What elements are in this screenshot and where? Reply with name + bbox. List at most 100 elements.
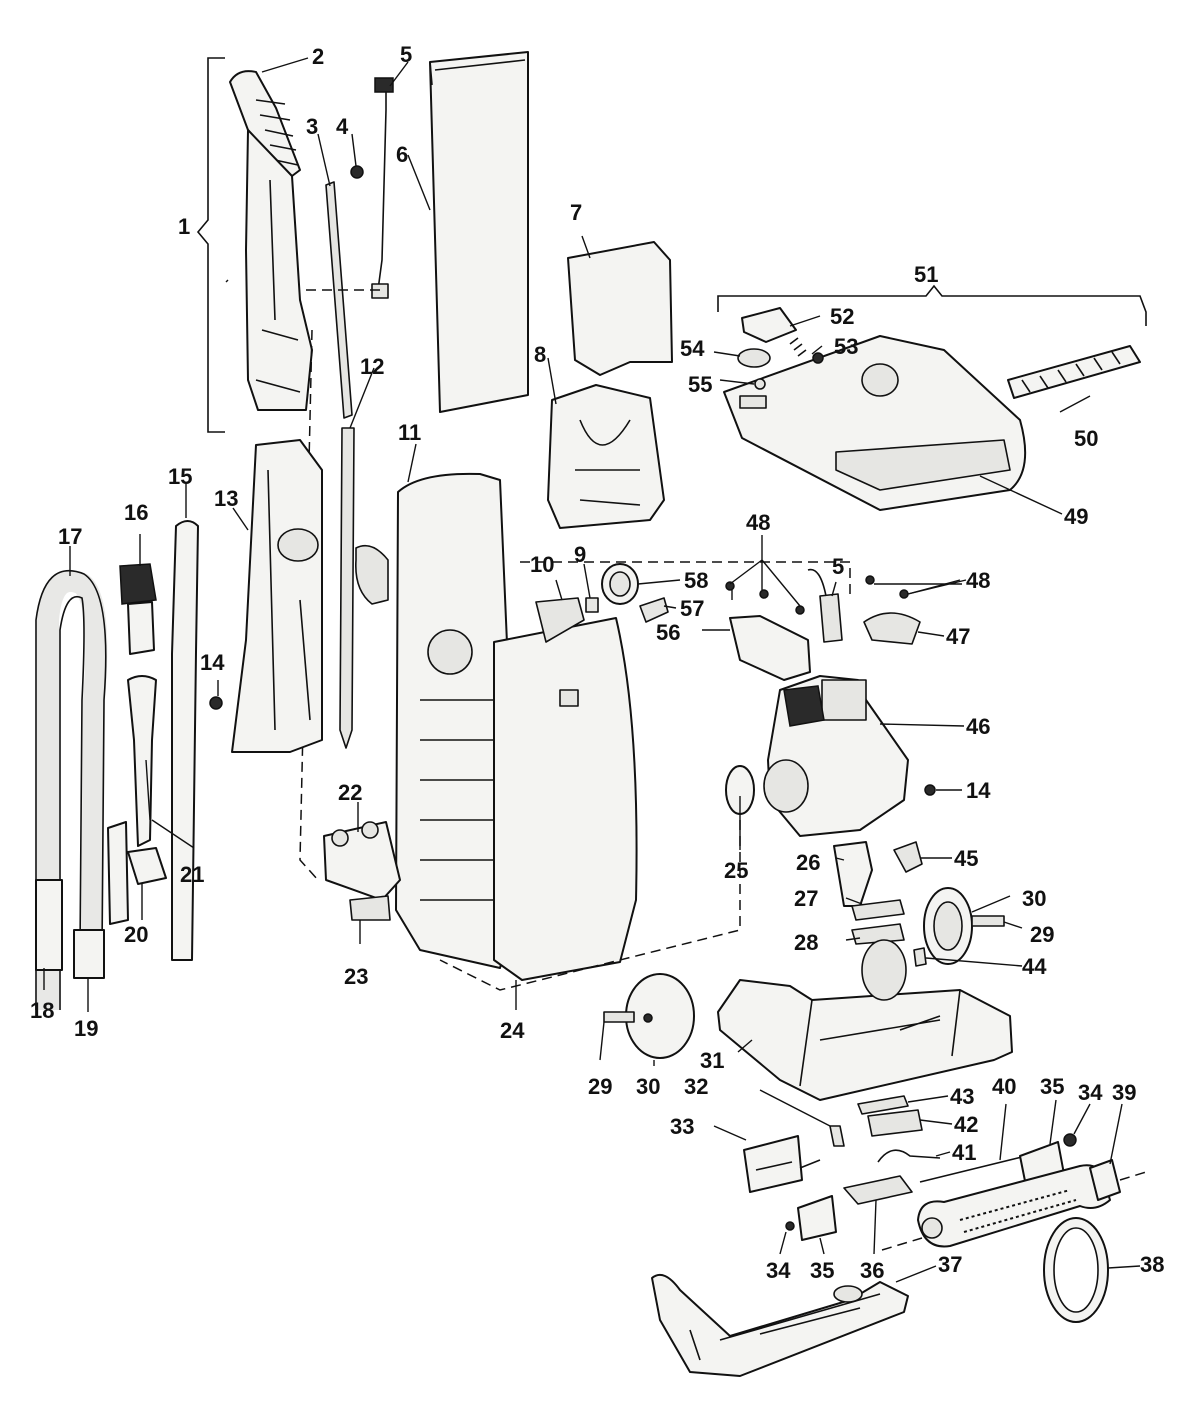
callout-46: 46 bbox=[966, 714, 990, 739]
part-27-slide bbox=[851, 899, 905, 921]
callout-58: 58 bbox=[684, 568, 708, 593]
callout-41: 41 bbox=[952, 1140, 976, 1165]
callout-18: 18 bbox=[30, 998, 54, 1023]
callout-56: 56 bbox=[656, 620, 680, 645]
callout-2: 2 bbox=[312, 44, 324, 69]
callout-9: 9 bbox=[574, 542, 586, 567]
part-45-clip bbox=[893, 841, 923, 873]
callout-36: 36 bbox=[860, 1258, 884, 1283]
assembly-line-c bbox=[520, 561, 851, 600]
part-43-lever bbox=[857, 1095, 909, 1115]
callout-22: 22 bbox=[338, 780, 362, 805]
part-53-screw bbox=[812, 352, 824, 364]
callout-29-right: 29 bbox=[1030, 922, 1054, 947]
part-15-wand bbox=[171, 520, 199, 961]
callout-29-left: 29 bbox=[588, 1074, 612, 1099]
callout-16: 16 bbox=[124, 500, 148, 525]
part-42-plate bbox=[867, 1109, 923, 1137]
callout-21: 21 bbox=[180, 862, 204, 887]
callout-37: 37 bbox=[938, 1252, 962, 1277]
part-19-hose-cuff bbox=[73, 929, 105, 979]
callout-17: 17 bbox=[58, 524, 82, 549]
callout-28: 28 bbox=[794, 930, 818, 955]
part-11-body-housing bbox=[355, 472, 519, 969]
part-20-upholstery-tool bbox=[107, 821, 167, 925]
part-48-screw-e bbox=[899, 589, 909, 599]
callout-47: 47 bbox=[946, 624, 970, 649]
part-5-switch bbox=[807, 568, 843, 643]
part-48-screw-b bbox=[759, 589, 769, 599]
part-48-screw-d bbox=[865, 575, 875, 585]
callout-48-left: 48 bbox=[746, 510, 770, 535]
callout-13: 13 bbox=[214, 486, 238, 511]
part-48-screw-c bbox=[795, 605, 805, 615]
callout-42: 42 bbox=[954, 1112, 978, 1137]
part-41-spring bbox=[877, 1149, 941, 1163]
part-37-bottom-plate bbox=[651, 1274, 909, 1377]
callout-38: 38 bbox=[1140, 1252, 1164, 1277]
callout-14-right: 14 bbox=[966, 778, 991, 803]
part-34-screw-left bbox=[785, 1221, 795, 1231]
callout-35-left: 35 bbox=[810, 1258, 834, 1283]
callout-55: 55 bbox=[688, 372, 712, 397]
bracket-51 bbox=[717, 284, 1147, 326]
callout-5-right: 5 bbox=[832, 554, 844, 579]
part-47-clamp bbox=[863, 612, 921, 645]
part-16-dust-brush bbox=[119, 563, 157, 655]
callout-34-right: 34 bbox=[1078, 1080, 1103, 1105]
part-36-brush-holder bbox=[843, 1175, 913, 1205]
part-39-brushroll bbox=[917, 1159, 1121, 1248]
part-18-hose-end bbox=[35, 879, 63, 971]
part-14-screw-left bbox=[209, 696, 223, 710]
part-10-latch bbox=[535, 597, 585, 643]
part-56-duct bbox=[729, 615, 811, 681]
callout-25: 25 bbox=[724, 858, 748, 883]
assembly-line-e bbox=[1119, 1171, 1147, 1181]
part-54-washer bbox=[737, 348, 771, 368]
callout-24: 24 bbox=[500, 1018, 525, 1043]
callout-7: 7 bbox=[570, 200, 582, 225]
part-1-handle bbox=[245, 129, 313, 411]
assembly-line-d bbox=[439, 820, 741, 991]
callout-30-right: 30 bbox=[1022, 886, 1046, 911]
part-3-rod bbox=[325, 181, 353, 419]
part-30-wheel-right bbox=[923, 887, 973, 965]
callout-40: 40 bbox=[992, 1074, 1016, 1099]
callout-15: 15 bbox=[168, 464, 192, 489]
callout-26: 26 bbox=[796, 850, 820, 875]
part-23-bracket bbox=[349, 895, 391, 921]
leader-lines bbox=[43, 57, 1141, 1283]
callout-3: 3 bbox=[306, 114, 318, 139]
callout-30-left: 30 bbox=[636, 1074, 660, 1099]
callout-4: 4 bbox=[336, 114, 349, 139]
callout-50: 50 bbox=[1074, 426, 1098, 451]
callout-44: 44 bbox=[1022, 954, 1047, 979]
callout-12: 12 bbox=[360, 354, 384, 379]
part-53-spring bbox=[789, 337, 807, 357]
callout-57: 57 bbox=[680, 596, 704, 621]
callout-51: 51 bbox=[914, 262, 938, 287]
callout-31: 31 bbox=[700, 1048, 724, 1073]
callout-34-left: 34 bbox=[766, 1258, 791, 1283]
callout-39: 39 bbox=[1112, 1080, 1136, 1105]
part-8-hose-holder bbox=[547, 384, 665, 529]
callout-33: 33 bbox=[670, 1114, 694, 1139]
part-22-block bbox=[323, 821, 401, 901]
bracket-1 bbox=[196, 57, 225, 433]
part-32-clip bbox=[829, 1125, 845, 1147]
callout-10: 10 bbox=[530, 552, 554, 577]
part-55-nut bbox=[754, 378, 766, 390]
part-49-hood bbox=[723, 335, 1027, 511]
part-29-axle-right bbox=[971, 915, 1005, 927]
callout-1: 1 bbox=[178, 214, 190, 239]
callout-45: 45 bbox=[954, 846, 978, 871]
callout-23: 23 bbox=[344, 964, 368, 989]
part-4-screw bbox=[350, 165, 364, 179]
part-48-screw-a bbox=[725, 581, 735, 591]
part-24-front-panel bbox=[493, 617, 638, 981]
part-35-endcap-left bbox=[797, 1195, 837, 1241]
part-26-lever bbox=[833, 841, 873, 907]
callout-53: 53 bbox=[834, 334, 858, 359]
